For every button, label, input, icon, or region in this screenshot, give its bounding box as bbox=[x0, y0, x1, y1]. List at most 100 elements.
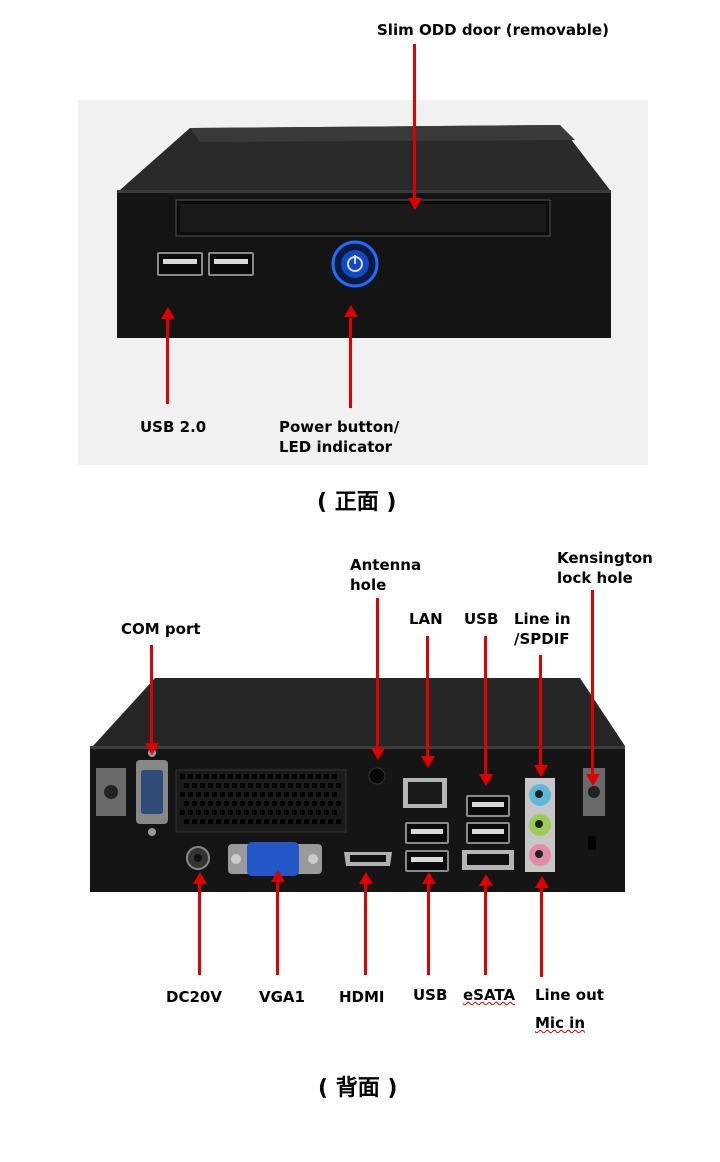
vent-hole bbox=[284, 810, 289, 815]
arrowhead-hdmi bbox=[359, 872, 373, 884]
vent-hole bbox=[196, 774, 201, 779]
vent-hole bbox=[332, 792, 337, 797]
arrowhead-vga bbox=[271, 870, 285, 882]
arrowhead-usb-top bbox=[479, 774, 493, 786]
label-usb-bottom: USB bbox=[413, 986, 448, 1004]
vent-hole bbox=[220, 810, 225, 815]
vent-hole bbox=[240, 801, 245, 806]
vent-hole bbox=[264, 819, 269, 824]
label-power-button: Power button/ LED indicator bbox=[279, 418, 400, 456]
arrowhead-usb-bottom bbox=[422, 872, 436, 884]
vent-hole bbox=[228, 774, 233, 779]
front-usb-port-1 bbox=[157, 252, 203, 276]
label-line-out: Line out bbox=[535, 986, 604, 1004]
vent-hole bbox=[196, 792, 201, 797]
arrowhead-usb20 bbox=[161, 307, 175, 319]
arrow-antenna bbox=[376, 598, 379, 750]
vent-hole bbox=[312, 783, 317, 788]
arrow-usb-bottom bbox=[427, 883, 430, 975]
vent-hole bbox=[216, 783, 221, 788]
vent-hole bbox=[240, 819, 245, 824]
vent-hole bbox=[324, 792, 329, 797]
vent-hole bbox=[308, 774, 313, 779]
vent-hole bbox=[240, 783, 245, 788]
vent-hole bbox=[184, 801, 189, 806]
arrowhead-power bbox=[344, 305, 358, 317]
vent-hole bbox=[236, 774, 241, 779]
vent-hole bbox=[188, 774, 193, 779]
vent-hole bbox=[236, 810, 241, 815]
arrowhead-odd-door bbox=[408, 198, 422, 210]
vent-hole bbox=[212, 810, 217, 815]
front-usb-port-2 bbox=[208, 252, 254, 276]
arrowhead-esata bbox=[479, 874, 493, 886]
vent-hole bbox=[180, 810, 185, 815]
vent-hole bbox=[180, 792, 185, 797]
vent-hole bbox=[284, 774, 289, 779]
vent-hole bbox=[244, 774, 249, 779]
vent-hole bbox=[300, 774, 305, 779]
label-dc20v: DC20V bbox=[166, 988, 222, 1006]
vent-hole bbox=[188, 810, 193, 815]
vent-hole bbox=[248, 783, 253, 788]
label-line-in: Line in /SPDIF bbox=[514, 610, 571, 648]
vent-hole bbox=[272, 783, 277, 788]
vent-hole bbox=[212, 792, 217, 797]
vent-hole bbox=[336, 783, 341, 788]
vent-hole bbox=[228, 792, 233, 797]
vent-hole bbox=[280, 783, 285, 788]
vent-hole bbox=[316, 792, 321, 797]
vent-hole bbox=[324, 810, 329, 815]
vent-hole bbox=[228, 810, 233, 815]
label-com-port: COM port bbox=[121, 620, 201, 638]
vent-hole bbox=[268, 810, 273, 815]
vent-hole bbox=[276, 792, 281, 797]
arrowhead-lan bbox=[421, 756, 435, 768]
rear-usb-port-top-1 bbox=[466, 795, 510, 817]
arrow-com bbox=[150, 645, 153, 745]
label-esata: eSATA bbox=[463, 986, 516, 1004]
vent-hole bbox=[328, 783, 333, 788]
rear-usb-port-top-2 bbox=[466, 822, 510, 844]
arrow-odd-door bbox=[413, 44, 416, 199]
arrow-power bbox=[349, 318, 352, 408]
vent-hole bbox=[208, 819, 213, 824]
line-out-jack-icon bbox=[529, 814, 551, 836]
vent-hole bbox=[224, 801, 229, 806]
vent-hole bbox=[320, 783, 325, 788]
arrowhead-dc bbox=[193, 872, 207, 884]
vent-hole bbox=[280, 801, 285, 806]
vent-hole bbox=[260, 774, 265, 779]
vent-hole bbox=[248, 819, 253, 824]
vent-hole bbox=[288, 801, 293, 806]
vent-hole bbox=[256, 801, 261, 806]
vent-hole bbox=[252, 792, 257, 797]
vent-hole bbox=[188, 792, 193, 797]
vent-hole bbox=[296, 819, 301, 824]
rear-usb-port-bottom-1 bbox=[405, 822, 449, 844]
vent-hole bbox=[312, 801, 317, 806]
vent-hole bbox=[184, 783, 189, 788]
vent-hole bbox=[200, 783, 205, 788]
vent-hole bbox=[336, 819, 341, 824]
vent-hole bbox=[316, 774, 321, 779]
label-hdmi: HDMI bbox=[339, 988, 385, 1006]
vent-hole bbox=[276, 810, 281, 815]
vent-hole bbox=[328, 801, 333, 806]
vent-hole bbox=[256, 783, 261, 788]
vent-grille bbox=[180, 774, 344, 830]
arrow-vga bbox=[276, 881, 279, 975]
vent-hole bbox=[216, 819, 221, 824]
arrowhead-line-out bbox=[535, 876, 549, 888]
vent-hole bbox=[324, 774, 329, 779]
vent-hole bbox=[260, 792, 265, 797]
vent-hole bbox=[244, 792, 249, 797]
vent-hole bbox=[328, 819, 333, 824]
vent-hole bbox=[192, 783, 197, 788]
arrow-dc bbox=[198, 883, 201, 975]
vent-hole bbox=[220, 774, 225, 779]
arrow-kensington bbox=[591, 590, 594, 776]
label-antenna-hole: Antenna hole bbox=[350, 556, 422, 594]
arrowhead-com bbox=[145, 743, 159, 755]
vent-hole bbox=[220, 792, 225, 797]
